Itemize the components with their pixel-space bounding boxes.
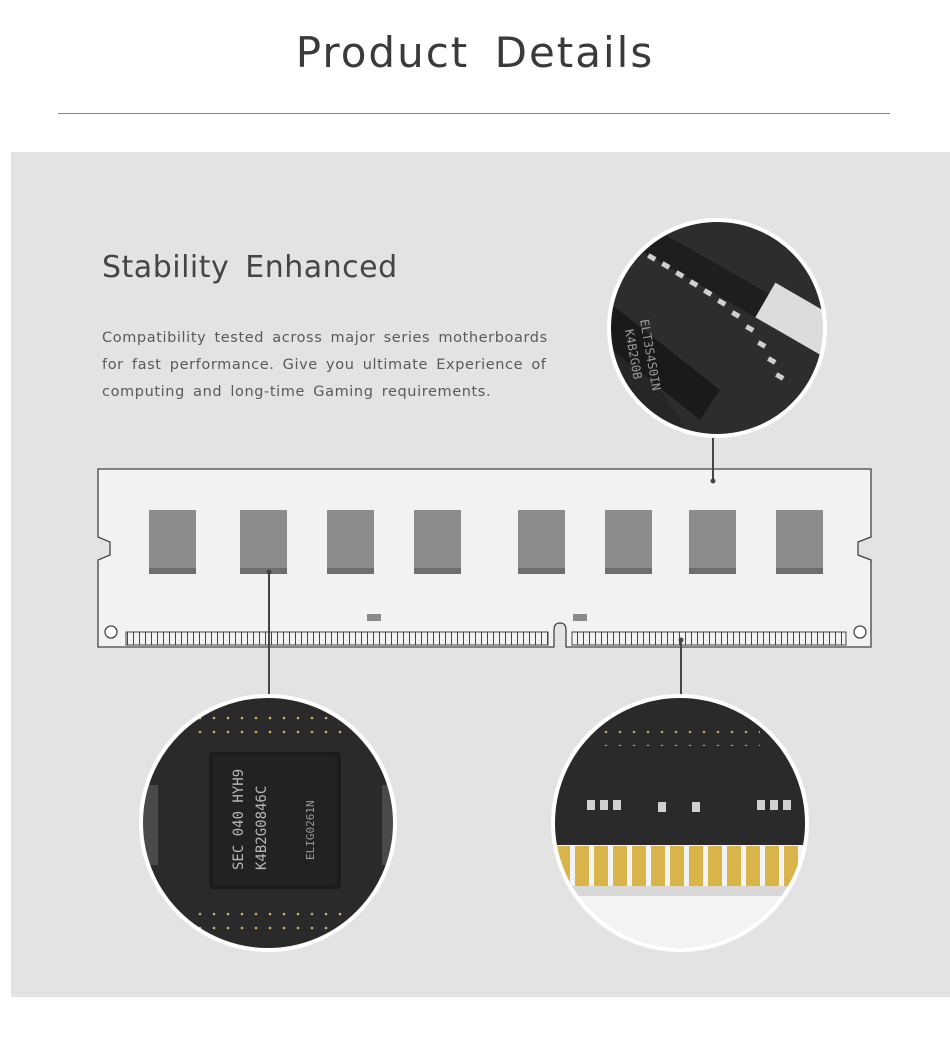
pad-right <box>573 614 587 621</box>
zoom-bottom-right-gold-contacts <box>551 694 809 952</box>
description-line: computing and long-time Gaming requireme… <box>102 384 492 400</box>
pin-row-right <box>571 631 847 646</box>
chip-marking: K4B2G0846C <box>254 786 270 870</box>
description-line: for fast performance. Give you ultimate … <box>102 357 547 373</box>
pad-left <box>367 614 381 621</box>
memory-chip <box>776 510 823 574</box>
zoom-top-chip-edge: ELT3S4S0IN K4B2G0B <box>607 218 827 438</box>
chip-marking: SEC 040 HYH9 <box>231 769 247 870</box>
mount-hole-right <box>853 625 867 639</box>
feature-description: Compatibility tested across major series… <box>102 325 548 406</box>
mount-hole-left <box>104 625 118 639</box>
feature-heading: Stability Enhanced <box>102 250 398 285</box>
zoom-bottom-left-memory-ic: SEC 040 HYH9 K4B2G0846C ELIG0261N <box>139 694 397 952</box>
memory-chip <box>518 510 565 574</box>
pin-row-left <box>125 631 549 646</box>
memory-chips <box>149 510 823 574</box>
callout-lines <box>266 436 716 696</box>
gold-contact-fingers <box>556 846 798 886</box>
memory-chip <box>327 510 374 574</box>
chip-marking: ELIG0261N <box>304 800 317 860</box>
ram-module-outline <box>97 468 872 648</box>
page-title: Product Details <box>295 28 655 77</box>
title-divider <box>58 113 890 114</box>
memory-chip <box>689 510 736 574</box>
description-line: Compatibility tested across major series… <box>102 330 548 346</box>
ram-module-diagram <box>97 468 872 648</box>
memory-chip <box>605 510 652 574</box>
memory-chip <box>414 510 461 574</box>
memory-chip <box>149 510 196 574</box>
memory-chip <box>240 510 287 574</box>
